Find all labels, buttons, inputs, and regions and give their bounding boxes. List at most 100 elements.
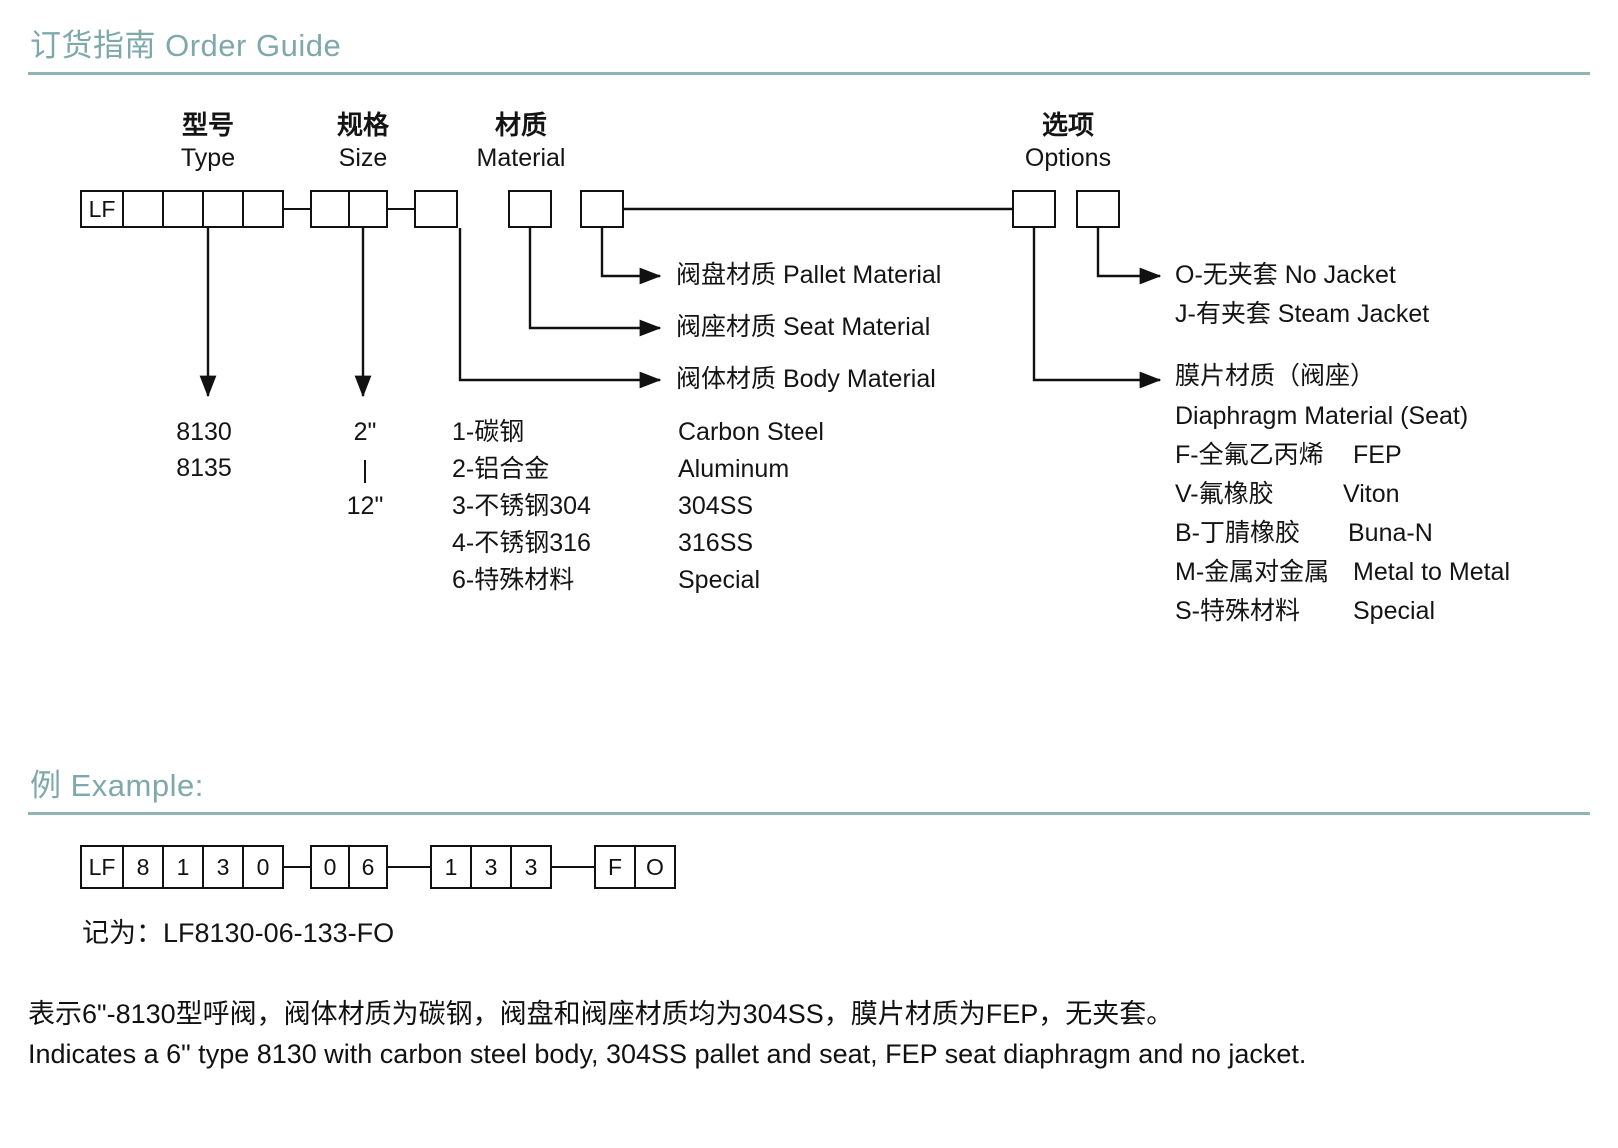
material-name-4: 316SS — [678, 529, 754, 557]
code-cell-size-1[interactable] — [310, 190, 350, 228]
callout-pallet-material: 阀盘材质 Pallet Material — [676, 263, 941, 288]
example-cell-4[interactable]: 0 — [242, 845, 284, 889]
column-header-options-en: Options — [1024, 144, 1112, 172]
code-group-size — [310, 190, 388, 228]
material-code-3: 3-不锈钢304 — [452, 492, 591, 520]
column-header-options-cn: 选项 — [1041, 110, 1095, 140]
code-group-material-pallet — [580, 190, 624, 228]
code-box-row: LF — [80, 190, 458, 228]
example-rule — [28, 812, 1590, 815]
callout-pallet-material-en: Pallet Material — [782, 261, 942, 289]
example-cell-2[interactable]: 1 — [162, 845, 204, 889]
material-code-1: 1-碳钢 — [452, 418, 525, 446]
code-group-option-diaphragm — [1012, 190, 1056, 228]
example-cell-5[interactable]: 0 — [310, 845, 350, 889]
callout-seat-material-cn: 阀座材质 — [676, 313, 783, 341]
example-code-row: LF 8 1 3 0 0 6 1 3 3 F O — [80, 845, 676, 889]
example-separator-1 — [284, 845, 310, 889]
column-header-size-en: Size — [338, 144, 388, 172]
code-cell-seat-material[interactable] — [508, 190, 552, 228]
leader-seat-material — [528, 228, 662, 337]
code-cell-diaphragm-material[interactable] — [1012, 190, 1056, 228]
code-cell-size-2[interactable] — [348, 190, 388, 228]
example-group-material: 1 3 3 — [430, 845, 552, 889]
code-cell-type-4[interactable] — [242, 190, 284, 228]
example-separator-2 — [388, 845, 430, 889]
size-value-min: 2" — [353, 418, 377, 446]
diaphragm-code-f: F-全氟乙丙烯 — [1175, 441, 1324, 469]
code-group-type: LF — [80, 190, 284, 228]
example-heading: 例 Example: — [30, 768, 204, 803]
material-code-2: 2-铝合金 — [452, 455, 550, 483]
example-cell-1[interactable]: 8 — [122, 845, 164, 889]
diaphragm-name-v: Viton — [1343, 480, 1400, 508]
code-separator-1 — [284, 190, 310, 228]
example-note: 记为：LF8130-06-133-FO — [82, 918, 395, 948]
example-cell-3[interactable]: 3 — [202, 845, 244, 889]
code-cell-pallet-material[interactable] — [580, 190, 624, 228]
order-guide-rule — [28, 72, 1590, 75]
example-description-en: Indicates a 6" type 8130 with carbon ste… — [28, 1039, 1307, 1069]
column-header-type-cn: 型号 — [181, 110, 235, 140]
diaphragm-title-cn: 膜片材质（阀座） — [1175, 362, 1376, 390]
type-value-8130: 8130 — [176, 418, 232, 446]
leader-diaphragm-material — [1032, 228, 1162, 389]
code-cell-type-2[interactable] — [162, 190, 204, 228]
callout-body-material-cn: 阀体材质 — [676, 365, 783, 393]
size-value-dash: | — [361, 456, 369, 484]
example-cell-11[interactable]: O — [634, 845, 676, 889]
example-cell-10[interactable]: F — [594, 845, 636, 889]
diaphragm-name-f: FEP — [1353, 441, 1402, 469]
code-cell-body-material[interactable] — [414, 190, 458, 228]
diaphragm-name-s: Special — [1353, 597, 1435, 625]
example-cell-6[interactable]: 6 — [348, 845, 388, 889]
material-code-4: 4-不锈钢316 — [452, 529, 591, 557]
code-group-material-seat — [508, 190, 552, 228]
code-separator-2 — [388, 190, 414, 228]
example-cell-8[interactable]: 3 — [470, 845, 512, 889]
leader-body-material — [458, 228, 662, 389]
material-name-6: Special — [678, 566, 760, 594]
diaphragm-name-b: Buna-N — [1348, 519, 1433, 547]
size-value-max: 12" — [346, 492, 384, 520]
diaphragm-code-m: M-金属对金属 — [1175, 558, 1330, 586]
diaphragm-name-m: Metal to Metal — [1353, 558, 1511, 586]
type-value-8135: 8135 — [176, 454, 232, 482]
diaphragm-title-en: Diaphragm Material (Seat) — [1175, 402, 1469, 430]
column-header-type-en: Type — [180, 144, 236, 172]
code-group-option-jacket — [1076, 190, 1120, 228]
material-name-1: Carbon Steel — [678, 418, 824, 446]
example-description-cn: 表示6"-8130型呼阀，阀体材质为碳钢，阀盘和阀座材质均为304SS，膜片材质… — [28, 999, 1174, 1029]
column-header-size-cn: 规格 — [336, 110, 390, 140]
jacket-option-steam-jacket: J-有夹套 Steam Jacket — [1175, 300, 1430, 328]
diaphragm-code-b: B-丁腈橡胶 — [1175, 519, 1301, 547]
callout-seat-material-en: Seat Material — [782, 313, 931, 341]
example-cell-7[interactable]: 1 — [430, 845, 472, 889]
code-cell-type-3[interactable] — [202, 190, 244, 228]
code-cell-type-1[interactable] — [122, 190, 164, 228]
jacket-option-no-jacket: O-无夹套 No Jacket — [1175, 261, 1396, 289]
column-header-material-en: Material — [476, 144, 566, 172]
diaphragm-code-v: V-氟橡胶 — [1175, 480, 1274, 508]
example-group-options: F O — [594, 845, 676, 889]
material-name-3: 304SS — [678, 492, 754, 520]
example-group-type: LF 8 1 3 0 — [80, 845, 284, 889]
leader-jacket-option — [1096, 228, 1162, 285]
material-code-6: 6-特殊材料 — [452, 566, 575, 594]
example-separator-3 — [552, 845, 594, 889]
code-cell-jacket-option[interactable] — [1076, 190, 1120, 228]
leader-pallet-material — [600, 228, 662, 285]
example-cell-0[interactable]: LF — [80, 845, 124, 889]
callout-body-material: 阀体材质 Body Material — [676, 367, 936, 392]
callout-pallet-material-cn: 阀盘材质 — [676, 261, 783, 289]
material-name-2: Aluminum — [678, 455, 790, 483]
example-group-size: 0 6 — [310, 845, 388, 889]
code-cell-prefix[interactable]: LF — [80, 190, 124, 228]
code-group-material-body — [414, 190, 458, 228]
callout-body-material-en: Body Material — [782, 365, 936, 393]
diaphragm-code-s: S-特殊材料 — [1175, 597, 1301, 625]
example-cell-9[interactable]: 3 — [510, 845, 552, 889]
order-guide-heading: 订货指南 Order Guide — [30, 28, 342, 63]
callout-seat-material: 阀座材质 Seat Material — [676, 315, 930, 340]
